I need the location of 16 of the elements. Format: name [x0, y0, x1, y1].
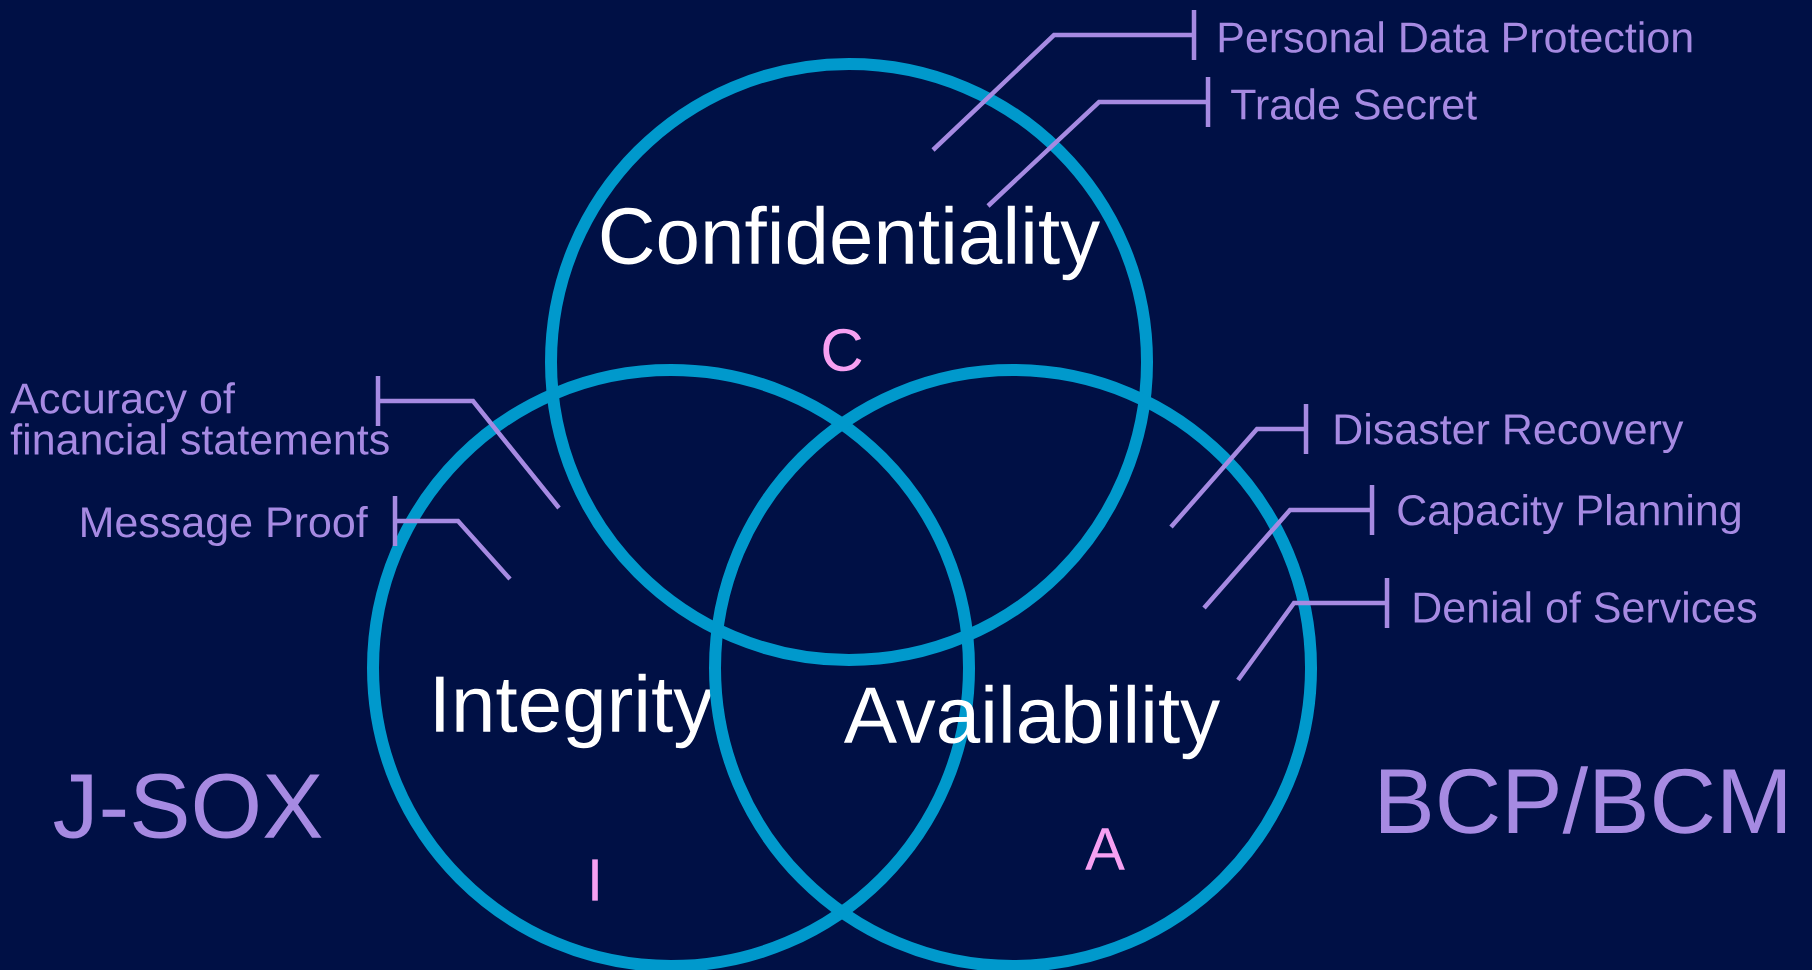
leader-line	[392, 496, 512, 581]
callout-text: Capacity Planning	[1398, 493, 1740, 535]
leader-line	[986, 77, 1211, 208]
leader-line	[931, 10, 1197, 152]
leader-line	[1236, 578, 1390, 682]
region-label: J-SOX	[54, 773, 322, 839]
leader-line	[1169, 404, 1309, 529]
callout-text: Trade Secret	[1231, 88, 1477, 120]
leader-line	[1202, 485, 1375, 610]
leader-line	[375, 376, 561, 510]
callout-text: Message Proof	[82, 506, 368, 547]
callout-text: Accuracy of financial statements	[10, 382, 389, 455]
region-label: BCP/BCM	[1381, 766, 1786, 834]
callout-text: Disaster Recovery	[1335, 412, 1684, 454]
callout-text: Personal Data Protection	[1219, 21, 1692, 53]
callout-text: Denial of Services	[1414, 591, 1757, 623]
